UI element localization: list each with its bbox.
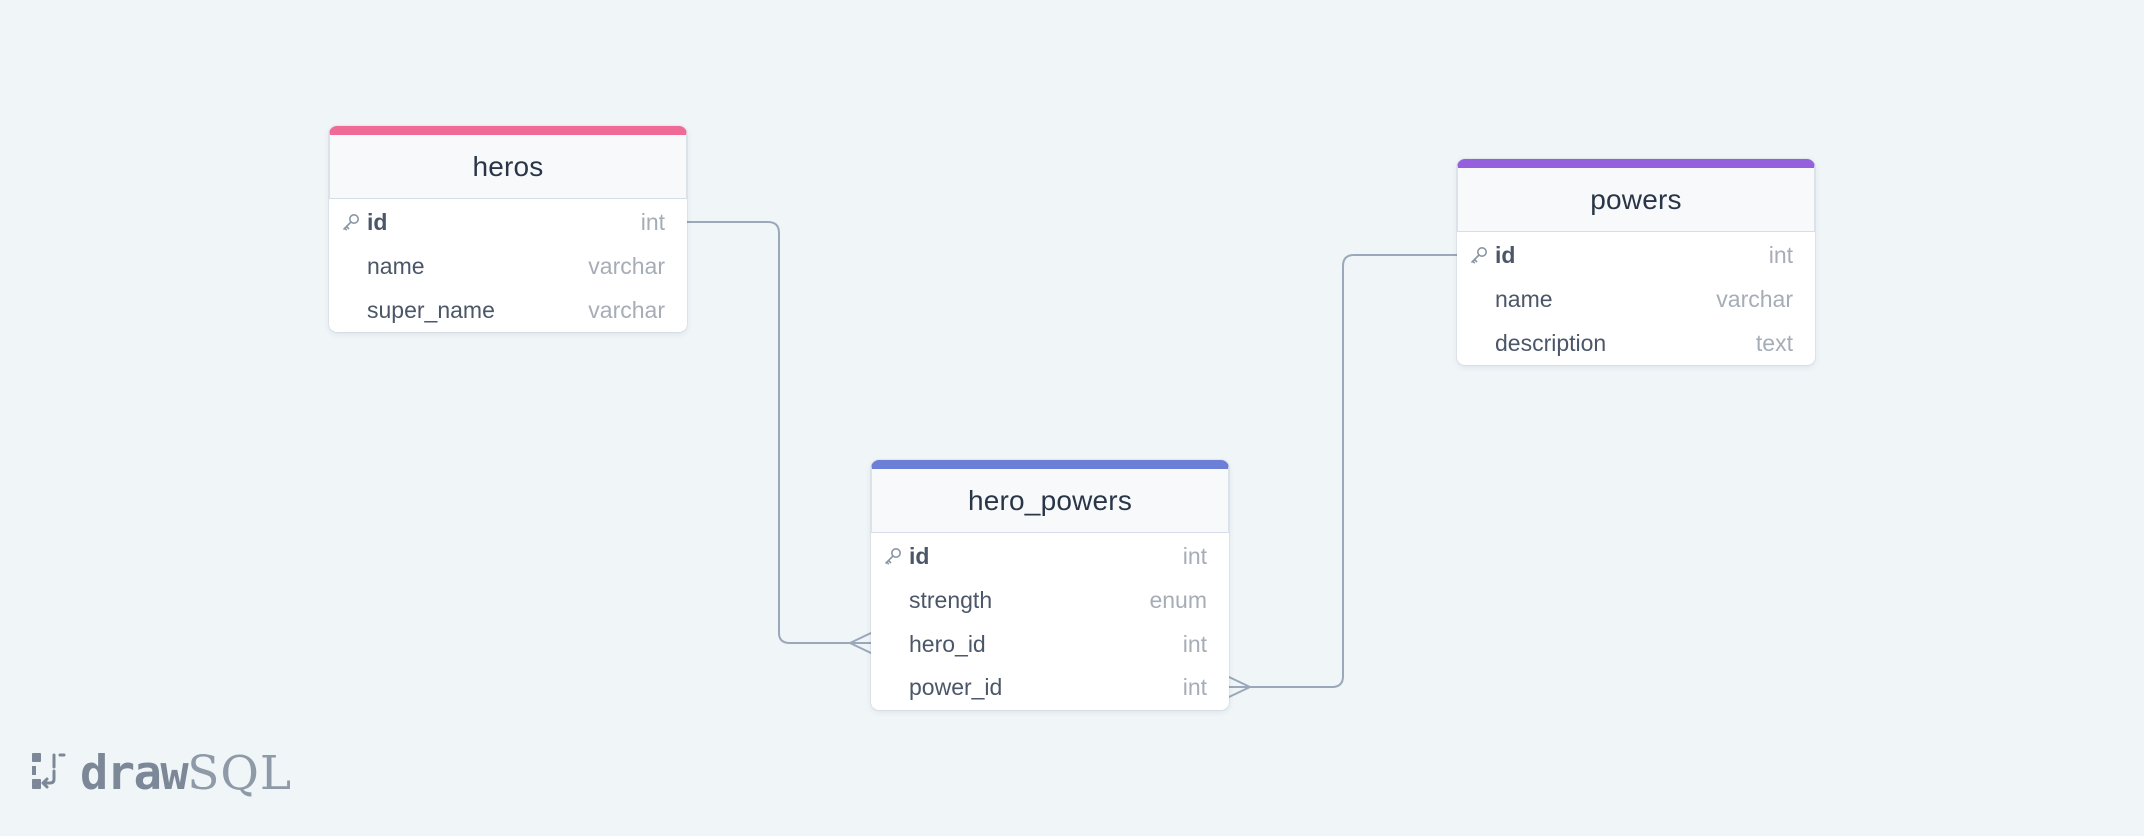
key-spacer: [1469, 332, 1494, 354]
key-spacer: [341, 256, 366, 278]
column-row-power-id[interactable]: power_id int: [871, 666, 1229, 710]
column-type: int: [1768, 241, 1793, 268]
column-row-name[interactable]: name varchar: [329, 245, 687, 289]
drawsql-logo[interactable]: drawSQL: [30, 748, 292, 798]
column-row-name[interactable]: name varchar: [1457, 278, 1815, 322]
table-hero-powers[interactable]: hero_powers id int strength enum hero_id…: [871, 460, 1229, 710]
column-row-id[interactable]: id int: [329, 199, 687, 245]
column-type: varchar: [1716, 286, 1793, 313]
column-row-strength[interactable]: strength enum: [871, 579, 1229, 623]
key-spacer: [1469, 289, 1494, 311]
column-name: id: [1495, 241, 1516, 268]
table-powers-header[interactable]: powers: [1457, 159, 1815, 232]
table-title: heros: [472, 150, 544, 182]
column-name: id: [909, 542, 930, 569]
key-spacer: [883, 677, 908, 699]
column-row-hero-id[interactable]: hero_id int: [871, 623, 1229, 667]
logo-word-bold: draw: [80, 745, 189, 801]
table-title: powers: [1590, 183, 1682, 215]
column-name: strength: [909, 587, 993, 614]
crowfoot-hero-id-icon: [849, 632, 872, 654]
key-spacer: [883, 590, 908, 612]
column-name: name: [367, 253, 425, 280]
table-heros[interactable]: heros id int name varchar super_name var…: [329, 126, 687, 332]
column-type: int: [1182, 630, 1207, 657]
column-name: id: [367, 208, 388, 235]
table-title: hero_powers: [967, 484, 1133, 516]
column-type: text: [1755, 329, 1793, 356]
logo-wordmark: drawSQL: [80, 750, 292, 797]
column-type: varchar: [588, 253, 665, 280]
key-spacer: [341, 299, 366, 321]
column-type: varchar: [588, 296, 665, 323]
key-icon: [1469, 244, 1494, 266]
table-powers[interactable]: powers id int name varchar description t…: [1457, 159, 1815, 365]
column-name: hero_id: [909, 630, 986, 657]
column-type: enum: [1149, 587, 1207, 614]
key-icon: [341, 211, 366, 233]
key-spacer: [883, 633, 908, 655]
key-icon: [883, 545, 908, 567]
drawsql-logo-icon: [32, 753, 66, 789]
column-row-id[interactable]: id int: [1457, 232, 1815, 278]
table-powers-columns: id int name varchar description text: [1457, 232, 1815, 365]
crowfoot-power-id-icon: [1228, 676, 1251, 698]
column-name: name: [1495, 286, 1553, 313]
table-heros-columns: id int name varchar super_name varchar: [329, 199, 687, 332]
column-type: int: [640, 208, 665, 235]
column-type: int: [1182, 674, 1207, 701]
column-name: super_name: [367, 296, 495, 323]
column-name: power_id: [909, 674, 1003, 701]
column-row-description[interactable]: description text: [1457, 322, 1815, 366]
column-name: description: [1495, 329, 1607, 356]
table-hero-powers-header[interactable]: hero_powers: [871, 460, 1229, 533]
relation-powers-hero-powers: [1228, 254, 1458, 688]
relation-heros-hero-powers: [686, 221, 872, 644]
column-row-super-name[interactable]: super_name varchar: [329, 289, 687, 333]
column-type: int: [1182, 542, 1207, 569]
table-hero-powers-columns: id int strength enum hero_id int power_i…: [871, 533, 1229, 710]
table-heros-header[interactable]: heros: [329, 126, 687, 199]
logo-word-light: SQL: [187, 745, 293, 801]
column-row-id[interactable]: id int: [871, 533, 1229, 579]
